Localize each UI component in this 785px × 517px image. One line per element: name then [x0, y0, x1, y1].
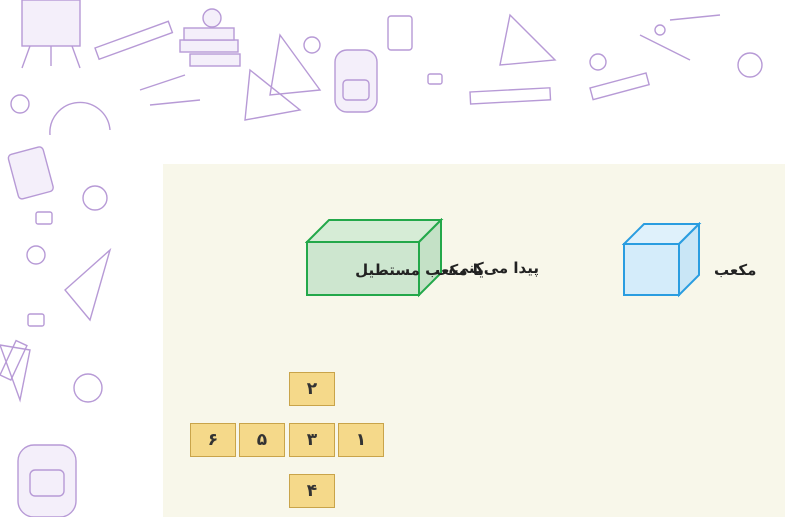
net-face-label: ۳ — [307, 430, 317, 450]
pencil-icon — [140, 75, 200, 105]
net-face: ۵ — [239, 423, 285, 457]
protractor-icon — [0, 102, 110, 400]
net-face: ۳ — [289, 423, 335, 457]
books-apple-icon — [180, 9, 240, 66]
compass-icon — [640, 15, 720, 60]
backpack-icon — [335, 50, 377, 112]
sentence-part-cube: مکعب — [714, 261, 756, 279]
net-face-bottom: ۴ — [289, 474, 335, 508]
ruler-icon — [95, 21, 172, 59]
net-face-label: ۶ — [208, 430, 218, 450]
backpack-icon-2 — [18, 445, 76, 517]
net-face-top: ۲ — [289, 372, 335, 406]
net-face-label: ۴ — [307, 481, 317, 501]
sentence-part-cuboid: یا مکعب مستطیل — [355, 261, 484, 279]
cube-figure — [622, 222, 702, 298]
net-face-label: ۲ — [307, 379, 317, 399]
ruler-icon-2 — [470, 73, 649, 104]
net-face: ۶ — [190, 423, 236, 457]
worksheet-panel — [163, 164, 785, 517]
net-face-label: ۵ — [257, 430, 267, 450]
net-face: ۱ — [338, 423, 384, 457]
cuboid-figure — [305, 218, 445, 298]
easel-icon — [22, 0, 80, 68]
net-face-label: ۱ — [356, 430, 366, 450]
